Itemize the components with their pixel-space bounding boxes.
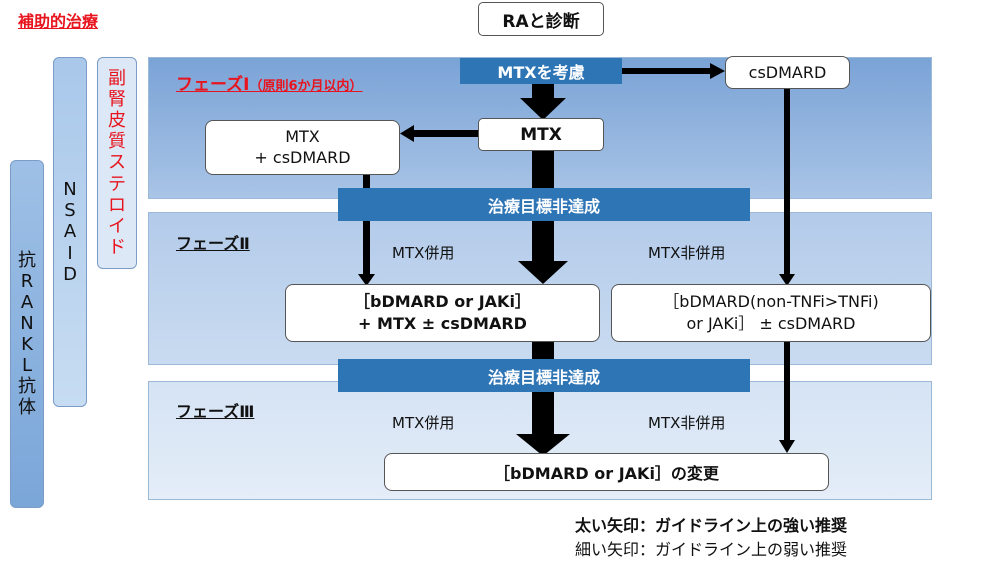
phase2-left-line2: + MTX ± csDMARD: [358, 314, 527, 333]
steroid-char: ス: [108, 152, 126, 174]
thin-arrow-right-down: [784, 342, 790, 442]
thick-arrow-trunk-top: [532, 82, 554, 100]
csdmard-box: csDMARD: [725, 56, 850, 89]
phase1-title: フェーズⅠ: [176, 75, 250, 95]
arrow-consider-to-csdmard-shaft: [622, 68, 712, 74]
mtx-box: MTX: [478, 118, 604, 151]
arrow-mtx-to-combo-head: [400, 125, 414, 142]
steroid-char: 皮: [108, 110, 126, 132]
steroid-label: 副腎皮質ステロイド: [97, 57, 137, 269]
nsaid-char: A: [63, 221, 77, 243]
phase2-mtx-not-combined-box: ［bDMARD(non-TNFi>TNFi) or JAKi］ ± csDMAR…: [611, 284, 931, 342]
nsaid-char: S: [64, 200, 76, 222]
arrow-consider-to-csdmard-head: [710, 63, 725, 79]
arrow-mtx-to-combo-shaft: [412, 130, 478, 137]
anti_rankl-char: R: [20, 270, 34, 292]
target-not-achieved-bar-1: 治療目標非達成: [338, 188, 750, 221]
thin-arrow-combo-head: [358, 274, 375, 286]
thick-arrow-head-to-phase2: [518, 261, 568, 284]
adjuvant-therapy-title: 補助的治療: [18, 12, 99, 31]
phase2-mtx-combined-label: MTX併用: [392, 244, 455, 262]
phase3-mtx-not-combined-label: MTX非併用: [648, 414, 726, 432]
phase1-label: フェーズⅠ（原則6か月以内）: [176, 70, 363, 95]
mtx-csdmard-line1: MTX: [285, 126, 320, 146]
steroid-char: テ: [108, 173, 126, 195]
phase3-label: フェーズⅢ: [176, 402, 255, 421]
legend-thick-arrow: 太い矢印：ガイドライン上の強い推奨: [575, 516, 848, 535]
phase2-right-line2: or JAKi］ ± csDMARD: [686, 314, 856, 333]
nsaid-char: I: [67, 242, 73, 264]
thin-arrow-right-head: [779, 440, 795, 453]
phase2-label: フェーズⅡ: [176, 234, 250, 253]
phase3-mtx-combined-label: MTX併用: [392, 414, 455, 432]
thick-arrow-head-to-mtx: [520, 98, 566, 120]
consider-mtx-bar: MTXを考慮: [460, 58, 622, 84]
steroid-char: 質: [108, 131, 126, 153]
thick-arrow-head-to-phase3: [516, 434, 570, 456]
legend-thin-arrow: 細い矢印：ガイドライン上の弱い推奨: [575, 540, 848, 559]
nsaid-char: D: [63, 263, 77, 285]
nsaid-char: N: [63, 179, 77, 201]
steroid-char: 副: [108, 68, 126, 90]
thin-arrow-csdmard-head: [779, 274, 795, 286]
ra-diagnosis-box: RAと診断: [478, 2, 604, 36]
steroid-char: ロ: [108, 194, 126, 216]
mtx-csdmard-line2: + csDMARD: [254, 147, 351, 167]
steroid-char: ド: [108, 236, 126, 258]
phase2-right-line1: ［bDMARD(non-TNFi>TNFi): [663, 292, 879, 312]
anti_rankl-char: 抗: [18, 249, 36, 271]
anti_rankl-char: A: [20, 291, 34, 313]
thin-arrow-combo-down: [363, 172, 370, 275]
phase1-duration-note: （原則6か月以内）: [249, 79, 363, 94]
anti_rankl-char: L: [21, 355, 33, 377]
anti_rankl-char: 抗: [18, 376, 36, 398]
target-not-achieved-bar-2: 治療目標非達成: [338, 359, 750, 392]
steroid-char: イ: [108, 215, 126, 237]
anti_rankl-char: N: [20, 312, 34, 334]
mtx-csdmard-box: MTX + csDMARD: [205, 120, 400, 175]
anti_rankl-char: K: [21, 334, 33, 355]
phase3-change-box: ［bDMARD or JAKi］の変更: [384, 453, 829, 491]
anti_rankl-char: 体: [18, 397, 36, 419]
steroid-char: 腎: [108, 89, 126, 111]
phase2-mtx-not-combined-label: MTX非併用: [648, 244, 726, 262]
phase2-mtx-combined-box: ［bDMARD or JAKi］ + MTX ± csDMARD: [285, 284, 600, 342]
phase2-left-line1: ［bDMARD or JAKi］: [354, 292, 531, 312]
thin-arrow-csdmard-down: [784, 88, 790, 276]
